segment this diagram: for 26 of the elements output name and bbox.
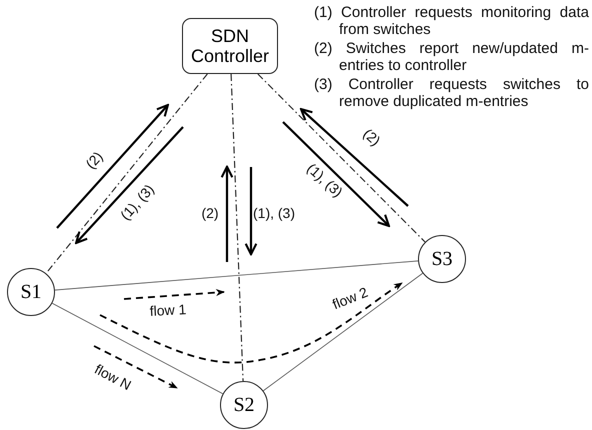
link-line	[262, 272, 424, 392]
node-label: S3	[431, 248, 453, 270]
controller-box	[182, 18, 278, 74]
message-label: (2)	[201, 205, 219, 221]
message-label: (1), (3)	[117, 181, 157, 223]
node-label: S1	[20, 280, 42, 304]
message-label: (1), (3)	[304, 160, 346, 200]
flow-label: flow 2	[330, 284, 370, 312]
switch-node	[220, 381, 268, 429]
switch-node	[7, 268, 55, 316]
message-label: (2)	[82, 148, 106, 172]
dash-dot-link	[46, 74, 208, 274]
flow-label: flow 1	[149, 301, 187, 319]
legend-note: (2) Switches report new/updated m-entries to controller	[314, 40, 589, 74]
legend-note: (1) Controller requests monitoring data from switches	[314, 4, 589, 38]
flow-label: flow N	[92, 360, 134, 394]
message-label: (1), (3)	[253, 205, 295, 221]
legend-note: (3) Controller requests switches to remove duplicated m-entries	[314, 76, 589, 110]
dash-dot-link	[230, 74, 244, 382]
node-label: S2	[233, 394, 255, 416]
node-label: SDN Controller	[190, 26, 270, 66]
switch-node	[418, 235, 466, 283]
link-line	[54, 260, 418, 290]
dash-dot-link	[257, 74, 426, 242]
link-line	[52, 302, 224, 394]
message-label: (2)	[360, 125, 384, 149]
